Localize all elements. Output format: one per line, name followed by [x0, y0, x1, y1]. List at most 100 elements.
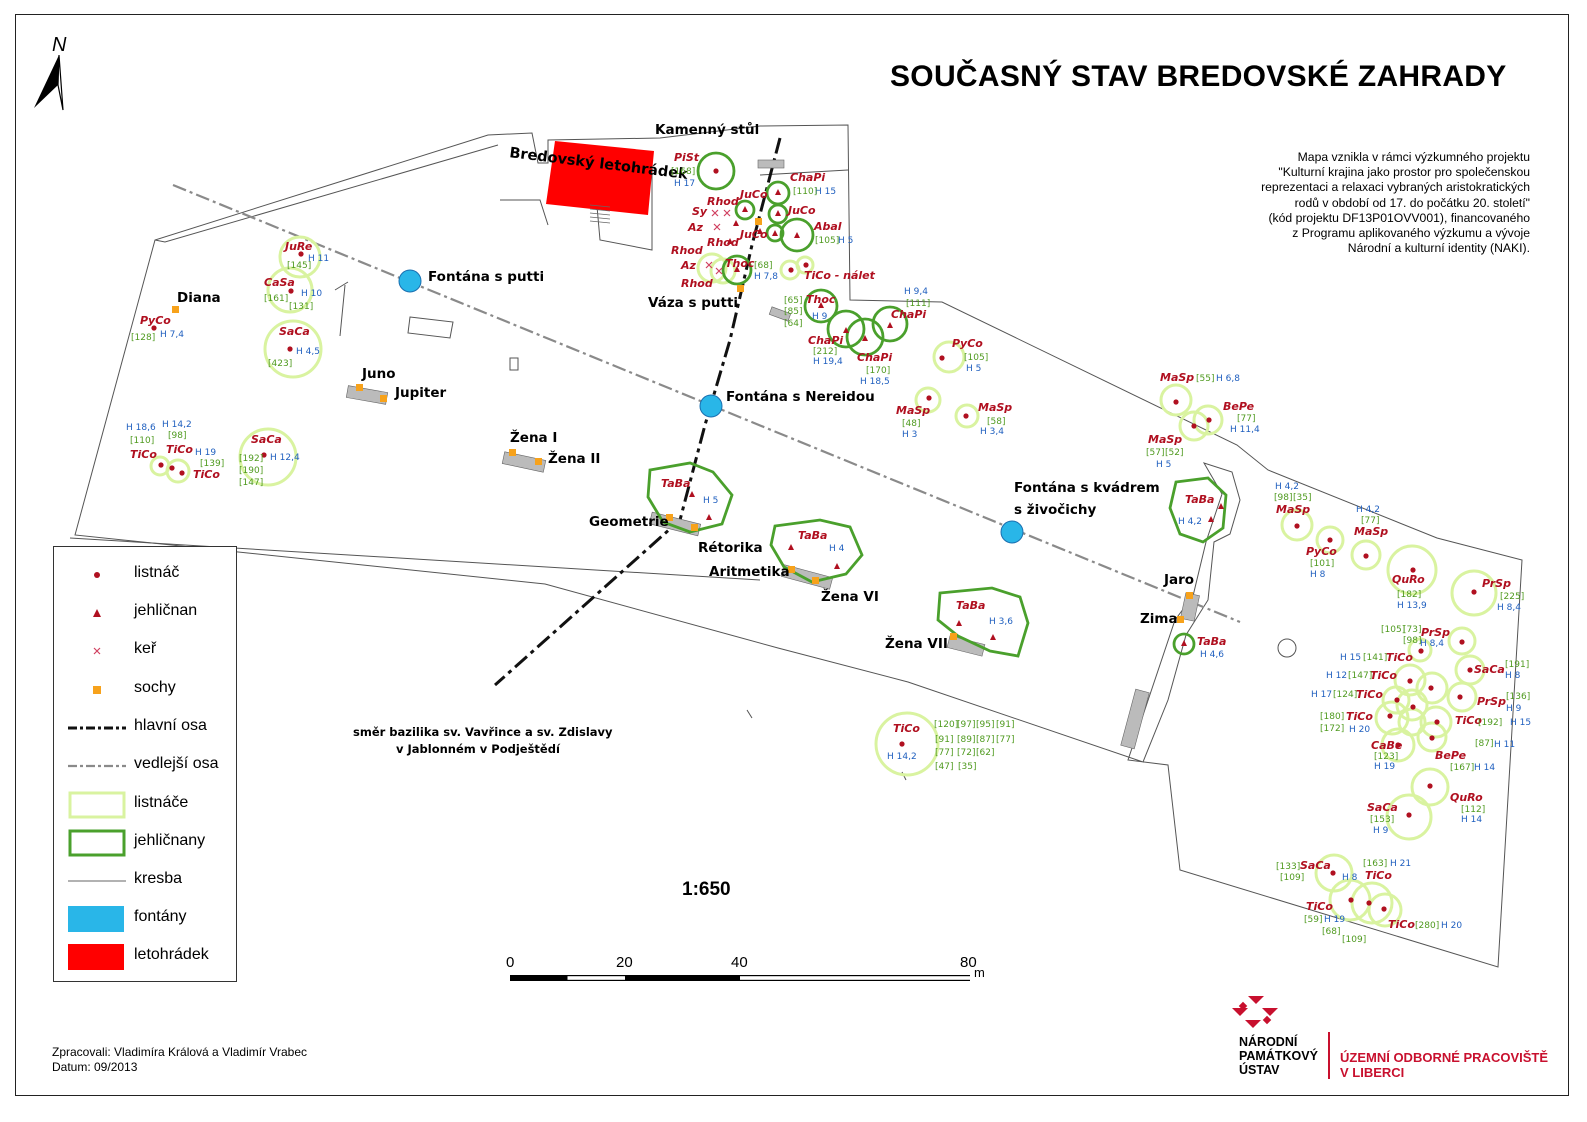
feature-labels: Fontána s putti Fontána s Nereidou Fontá…: [177, 121, 1194, 756]
legend-row: fontány: [54, 900, 236, 938]
scale-tick: 40: [731, 954, 748, 971]
c-51: [147]: [1348, 671, 1372, 681]
h-43: H 14: [1474, 763, 1495, 773]
sp-pyco-3: PyCo: [1306, 545, 1337, 558]
c-16: [128]: [131, 333, 155, 343]
c-48: [73]: [1403, 625, 1421, 635]
desc-line: "Kulturní krajina jako prostor pro spole…: [1278, 165, 1530, 180]
h-36: H 8: [1505, 671, 1521, 681]
sp-masp-3: MaSp: [1160, 371, 1194, 384]
sp-quro-2: QuRo: [1450, 791, 1483, 804]
c-53: [124]: [1333, 690, 1357, 700]
desc-line: Mapa vznikla v rámci výzkumného projektu: [1297, 150, 1530, 164]
c-64: [109]: [1280, 873, 1304, 883]
circumference-labels: [168] [110] [105] [68] [65] [85] [64] [2…: [130, 167, 1530, 945]
legend-label: listnáče: [134, 794, 189, 811]
c-61: [112]: [1461, 805, 1485, 815]
sp-tico-9: TiCo: [1455, 714, 1482, 727]
sp-abal: Abal: [813, 220, 842, 233]
c-46: [225]: [1500, 592, 1524, 602]
statue-jaro: Jaro: [1163, 572, 1194, 588]
h-45: H 9: [1373, 826, 1389, 836]
legend-row: hlavní osa: [54, 709, 236, 747]
h-46: H 8: [1342, 873, 1358, 883]
c-9: [111]: [906, 299, 930, 309]
legend-label: jehličnan: [134, 602, 198, 619]
triangle-icon: [93, 609, 101, 617]
scale-tick: 20: [616, 954, 633, 971]
sp-thoc-1: Thoc: [725, 257, 755, 270]
sp-tico-3: TiCo: [193, 468, 220, 481]
coniferous-trees: [689, 189, 1224, 646]
legend-label: sochy: [134, 679, 176, 696]
sp-taba-1: TaBa: [661, 477, 690, 490]
h-25: H 6,8: [1216, 374, 1240, 384]
deciduous-circles: [149, 235, 1498, 928]
label-fountain-kvadr: Fontána s kvádrem: [1014, 480, 1160, 496]
square-icon: [93, 686, 101, 694]
h-22: H 4,2: [1178, 517, 1202, 527]
sp-juco-1: JuCo: [738, 188, 768, 201]
legend-row: kresba: [54, 862, 236, 900]
c-30: [87]: [976, 735, 994, 745]
c-25: [97]: [957, 720, 975, 730]
h-0: H 17: [674, 179, 695, 189]
sp-tico-10: TiCo: [1365, 869, 1392, 882]
c-67: [68]: [1322, 927, 1340, 937]
scale-ratio: 1:650: [682, 879, 731, 900]
h-5: H 19,4: [813, 357, 843, 367]
desc-line: (kód projektu DF13P01OVV001), financovan…: [1268, 210, 1530, 225]
c-62: [153]: [1370, 815, 1394, 825]
h-16: H 14,2: [162, 420, 192, 430]
dot-icon: [94, 572, 100, 578]
c-58: [87]: [1475, 739, 1493, 749]
sp-rhod-2: Rhod: [707, 236, 739, 249]
blue-box-icon: [68, 906, 124, 932]
fountains: [398, 269, 1024, 544]
north-label: N: [52, 34, 67, 56]
h-21: H 3,6: [989, 617, 1013, 627]
c-36: [35]: [958, 762, 976, 772]
legend-label: letohrádek: [134, 946, 209, 963]
h-4: H 9: [812, 312, 828, 322]
desc-line: z Programu aplikovaného výzkumu a vývoje: [1292, 226, 1530, 241]
h-7: H 9,4: [904, 287, 928, 297]
sp-prsp-1: PrSp: [1482, 577, 1511, 590]
legend-row: jehličnan: [54, 594, 236, 632]
c-6: [64]: [784, 319, 802, 329]
sp-tico-5: TiCo: [1386, 651, 1413, 664]
sp-rhod-4: Rhod: [681, 277, 713, 290]
h-44: H 14: [1461, 815, 1482, 825]
h-42: H 19: [1374, 762, 1395, 772]
label-fountain-putti: Fontána s putti: [428, 269, 544, 285]
sp-bepe-2: BePe: [1435, 749, 1467, 762]
scale-unit: m: [974, 965, 985, 980]
legend-label: kresba: [134, 870, 183, 887]
sp-masp-2: MaSp: [978, 401, 1012, 414]
c-42: [35]: [1293, 493, 1311, 503]
label-vase: Váza s putti: [648, 295, 738, 311]
h-34: H 15: [1340, 653, 1361, 663]
c-68: [109]: [1342, 935, 1366, 945]
sp-masp-6: MaSp: [1354, 525, 1388, 538]
sp-saca-1: SaCa: [279, 325, 310, 338]
statue-zena-7: Žena VII: [885, 635, 948, 652]
sp-saca-2: SaCa: [251, 433, 282, 446]
thin-line-icon: [68, 880, 126, 882]
desc-line: Národní a kulturní identity (NAKI).: [1347, 241, 1530, 256]
c-29: [89]: [957, 735, 975, 745]
statue-zena-1: Žena I: [510, 429, 557, 446]
h-26: H 11,4: [1230, 425, 1260, 435]
sp-quro-1: QuRo: [1392, 573, 1425, 586]
map-legend: listnáč jehličnan keř sochy hlavní osa v…: [53, 546, 237, 982]
c-49: [98]: [1403, 636, 1421, 646]
statue-aritmetika: Aritmetika: [709, 564, 790, 580]
c-17: [423]: [268, 359, 292, 369]
sp-taba-4: TaBa: [1185, 493, 1214, 506]
c-35: [47]: [935, 762, 953, 772]
statue-retorika: Rétorika: [698, 540, 763, 556]
c-56: [172]: [1320, 724, 1344, 734]
c-59: [123]: [1374, 752, 1398, 762]
h-12: H 10: [301, 289, 322, 299]
